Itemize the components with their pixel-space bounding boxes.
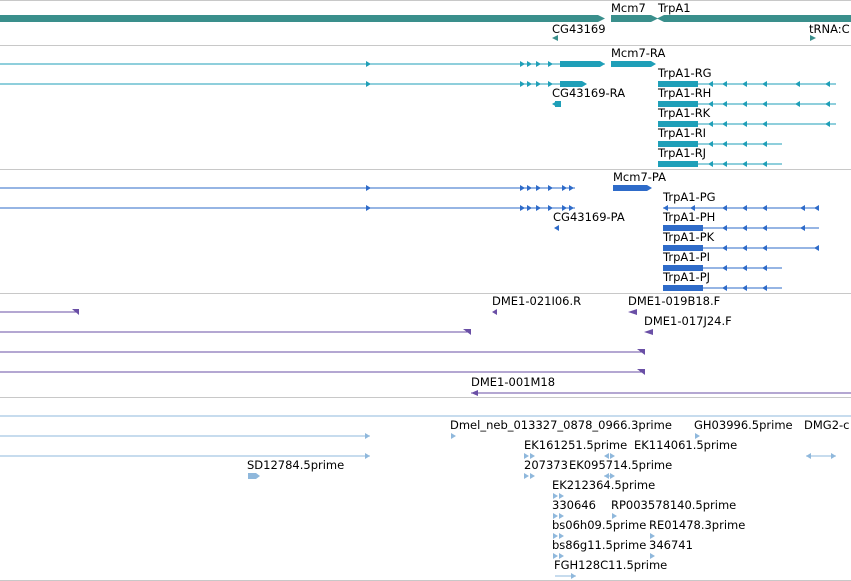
est-label: bs86g11.5prime [552, 538, 646, 552]
trpa1-exons [658, 81, 830, 167]
transcript-label: Mcm7-RA [611, 46, 665, 60]
est-label: 346741 [649, 538, 693, 552]
est-marks [248, 433, 836, 579]
est-label: RE01478.3prime [649, 518, 745, 532]
bac-label: DME1-001M18 [471, 375, 555, 389]
protein-label: CG43169-PA [553, 210, 625, 224]
gene-track: Mcm7 TrpA1 CG43169 tRNA:C [0, 1, 851, 41]
est-track: Dmel_neb_013327_0878_0966.3prime GH03996… [0, 415, 851, 579]
est-label: 330646 [552, 498, 596, 512]
transcript-label: CG43169-RA [552, 86, 625, 100]
gene-label: TrpA1 [657, 1, 691, 15]
transcript-track: Mcm7-RA TrpA1-RG CG43169-RA TrpA1-RH Trp… [0, 46, 836, 167]
protein-track: Mcm7-PA TrpA1-PG CG43169-PA TrpA1-PH Trp… [0, 170, 819, 291]
gene-label: CG43169 [552, 22, 606, 36]
est-label: SD12784.5prime [247, 458, 344, 472]
gene-label: Mcm7 [611, 1, 646, 15]
gene-feature-trpa1[interactable] [657, 15, 851, 22]
transcript-label: TrpA1-RJ [657, 146, 706, 160]
transcript-label: TrpA1-RK [657, 106, 711, 120]
bac-label: DME1-017J24.F [644, 314, 732, 328]
transcript-label: TrpA1-RH [657, 86, 711, 100]
protein-marks [366, 185, 652, 231]
gene-feature-mcm7[interactable] [611, 15, 658, 22]
est-label: 207373 [524, 458, 568, 472]
bac-lines[interactable] [0, 311, 851, 394]
protein-label: TrpA1-PJ [662, 270, 710, 284]
bac-label: DME1-019B18.F [628, 294, 720, 308]
transcript-label: TrpA1-RG [657, 66, 712, 80]
est-label: EK161251.5prime [524, 438, 627, 452]
bac-end-track: DME1-021I06.R DME1-019B18.F DME1-017J24.… [0, 294, 851, 396]
gene-feature-trna[interactable] [810, 35, 816, 41]
est-label: bs06h09.5prime [552, 518, 646, 532]
est-label: DMG2-c [804, 418, 849, 432]
bac-end-marks [72, 309, 653, 396]
est-label: Dmel_neb_013327_0878_0966.3prime [450, 418, 672, 432]
bac-label: DME1-021I06.R [492, 294, 581, 308]
gene-label: tRNA:C [809, 22, 850, 36]
protein-label: TrpA1-PK [662, 230, 715, 244]
exon-marks [366, 61, 656, 107]
est-label: FGH128C11.5prime [554, 558, 667, 572]
protein-label: TrpA1-PH [662, 210, 715, 224]
est-label: RP003578140.5prime [611, 498, 736, 512]
protein-label: TrpA1-PG [662, 190, 716, 204]
gene-feature[interactable] [0, 15, 605, 22]
est-label: EK095714.5prime [569, 458, 672, 472]
est-label: EK114061.5prime [634, 438, 737, 452]
protein-label: TrpA1-PI [662, 250, 710, 264]
est-lines[interactable] [0, 415, 851, 577]
est-label: EK212364.5prime [552, 478, 655, 492]
est-label: GH03996.5prime [694, 418, 793, 432]
protein-label: Mcm7-PA [613, 170, 666, 184]
transcript-label: TrpA1-RI [657, 126, 706, 140]
trpa1-protein-marks [663, 205, 819, 291]
gene-feature-cg43169[interactable] [552, 35, 558, 41]
